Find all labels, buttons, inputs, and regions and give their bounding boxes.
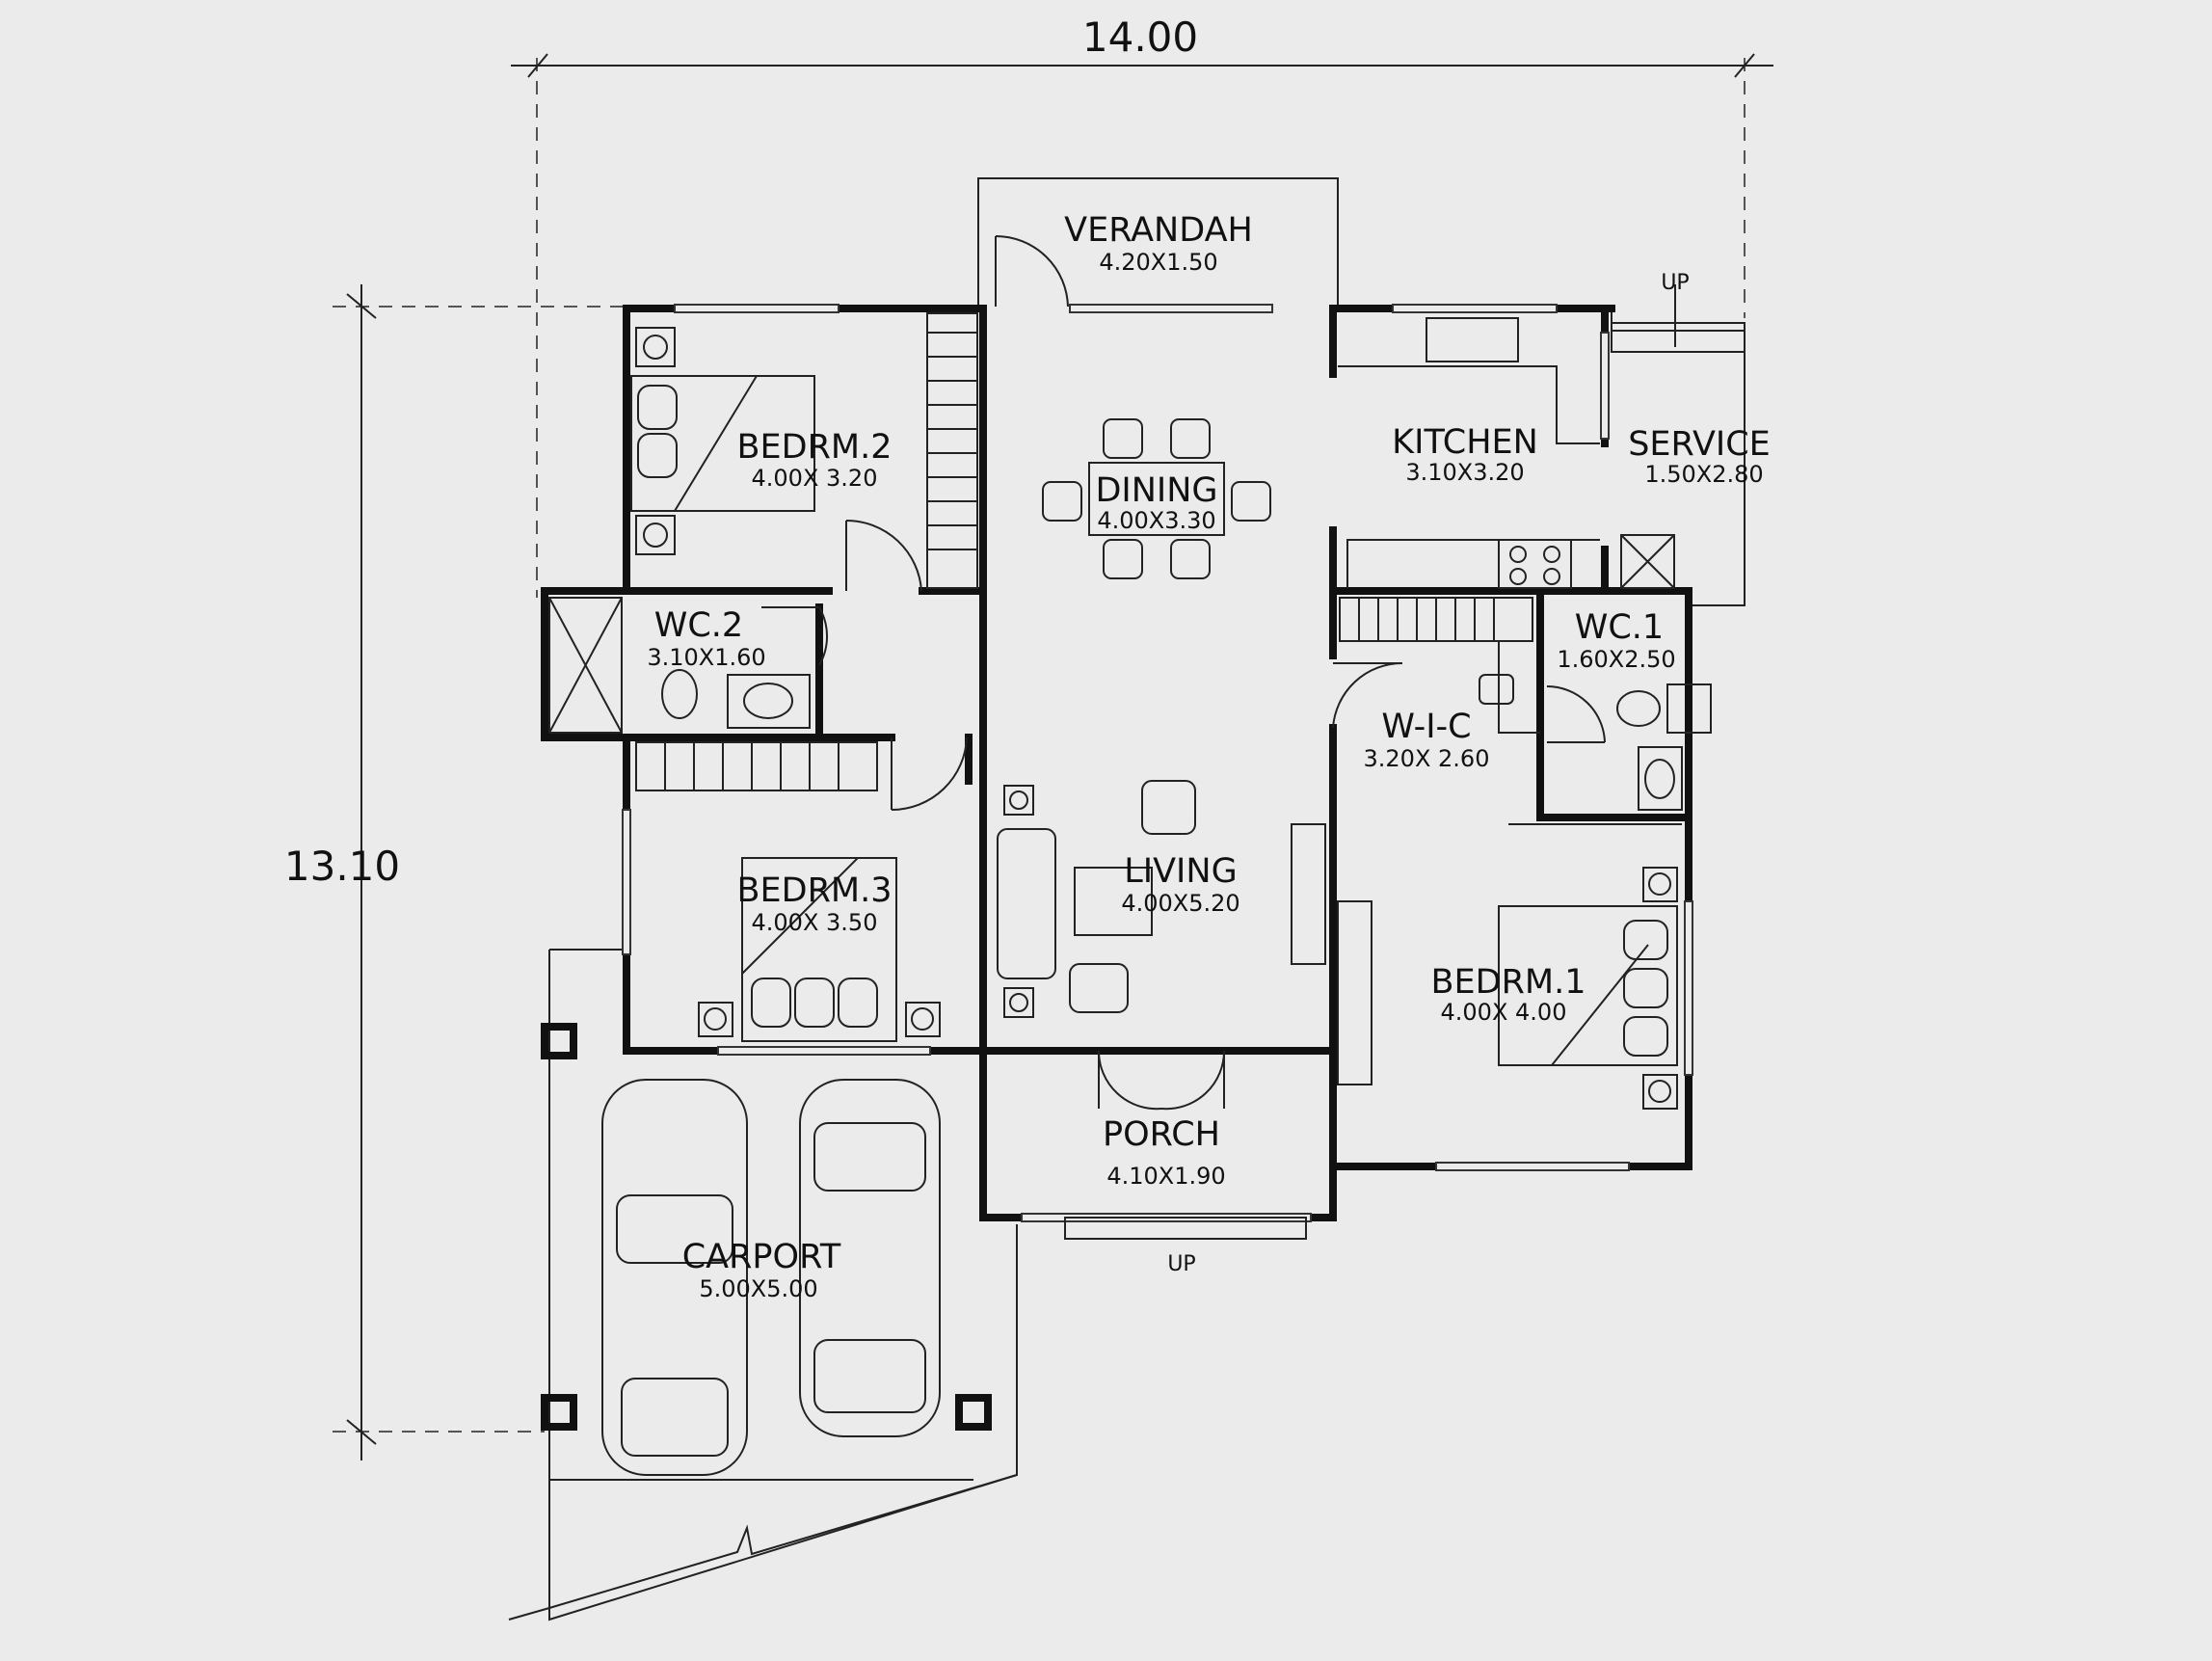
wic-label: W-I-C — [1381, 708, 1471, 746]
service-up-label: UP — [1661, 271, 1689, 295]
kitchen-size: 3.10X3.20 — [1405, 459, 1524, 486]
bedroom1-size: 4.00X 4.00 — [1441, 999, 1567, 1026]
porch-size: 4.10X1.90 — [1106, 1163, 1225, 1190]
outer-outlines — [508, 177, 1746, 1621]
bedroom2-label: BEDRM.2 — [737, 428, 893, 467]
carport-label: CARPORT — [682, 1238, 841, 1276]
wc2-size: 3.10X1.60 — [647, 644, 765, 671]
width-dimension: 14.00 — [1082, 13, 1198, 61]
bedroom1-label: BEDRM.1 — [1431, 963, 1586, 1002]
carport-size: 5.00X5.00 — [699, 1275, 817, 1302]
dimension-lines — [333, 53, 1773, 1460]
verandah-label: VERANDAH — [1064, 211, 1253, 250]
porch-up-label: UP — [1167, 1252, 1195, 1276]
doors — [761, 235, 1746, 1240]
verandah-size: 4.20X1.50 — [1099, 249, 1217, 276]
dining-label: DINING — [1095, 471, 1217, 510]
wc1-label: WC.1 — [1575, 608, 1664, 647]
walls — [541, 305, 1692, 1221]
living-label: LIVING — [1124, 852, 1237, 891]
wc2-label: WC.2 — [654, 606, 743, 645]
porch-label: PORCH — [1103, 1115, 1220, 1154]
bedroom3-size: 4.00X 3.50 — [752, 909, 878, 936]
service-label: SERVICE — [1628, 425, 1771, 464]
dining-size: 4.00X3.30 — [1097, 507, 1215, 534]
wc1-size: 1.60X2.50 — [1557, 646, 1675, 673]
depth-dimension: 13.10 — [284, 843, 400, 890]
fixtures — [541, 312, 1712, 1476]
service-size: 1.50X2.80 — [1644, 461, 1763, 488]
bedroom3-label: BEDRM.3 — [737, 871, 893, 910]
living-size: 4.00X5.20 — [1121, 890, 1239, 917]
kitchen-label: KITCHEN — [1392, 423, 1538, 462]
bedroom2-size: 4.00X 3.20 — [752, 465, 878, 492]
wic-size: 3.20X 2.60 — [1364, 745, 1490, 772]
